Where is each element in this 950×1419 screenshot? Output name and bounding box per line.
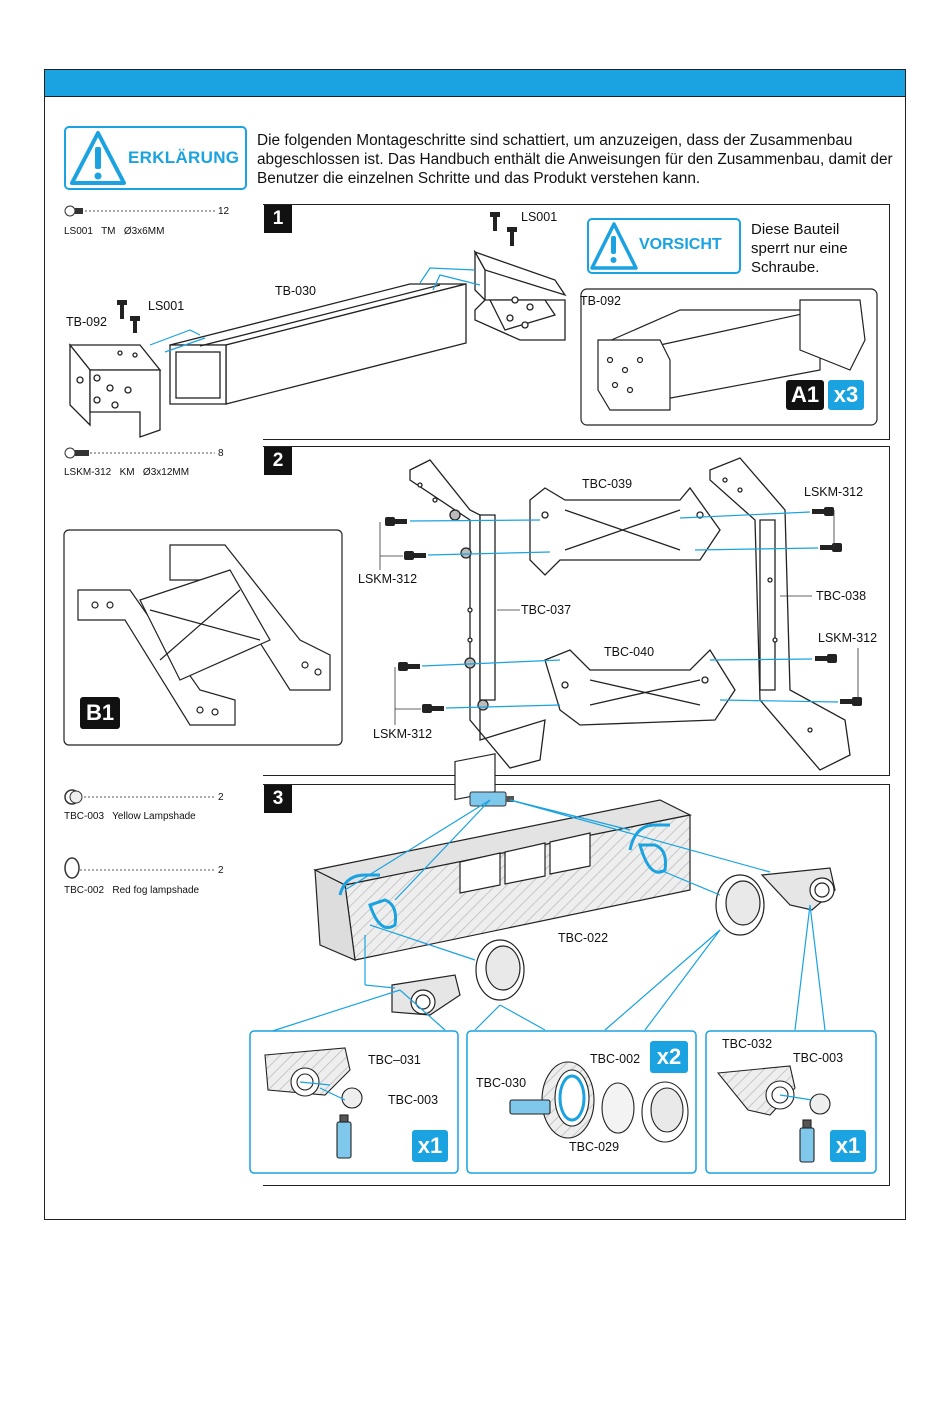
part-qty: 12 [218, 206, 230, 217]
part-desc: TBC-003 Yellow Lampshade [64, 811, 196, 822]
screw-icon [64, 447, 215, 459]
screw-icon [64, 205, 215, 217]
lampshade-icon [64, 789, 215, 805]
intro-text: Die folgenden Montageschritte sind schat… [257, 132, 893, 187]
label-tbc022: TBC-022 [558, 931, 609, 945]
label-lskm312: LSKM-312 [818, 631, 878, 645]
part-desc: LSKM-312 KM Ø3x12MM [64, 467, 190, 478]
label-lskm312: LSKM-312 [358, 572, 418, 586]
caution-label: VORSICHT [639, 236, 722, 253]
step-1-panel [263, 204, 890, 440]
glue-tube-icon [469, 791, 514, 807]
explanation-label: ERKLÄRUNG [128, 148, 240, 167]
label-tbc032: TBC-032 [722, 1037, 773, 1051]
header-bar [44, 69, 906, 97]
count-badge: x2 [650, 1041, 688, 1073]
count-badge: x1 [412, 1130, 448, 1162]
label-tbc040: TBC-040 [604, 645, 655, 659]
lamp-housing-icon [715, 874, 765, 936]
label-lskm312: LSKM-312 [804, 485, 864, 499]
explanation-note: ERKLÄRUNG [64, 126, 247, 190]
label-tbc038: TBC-038 [816, 589, 867, 603]
bracket-tb092 [68, 343, 162, 438]
label-tbc031: TBC–031 [368, 1053, 421, 1067]
part-qty: 8 [218, 448, 224, 459]
step-number: 1 [264, 205, 292, 233]
result-badge: A1 [786, 380, 824, 410]
step-3-panel [263, 784, 890, 1186]
label-tbc002: TBC-002 [590, 1052, 641, 1066]
label-tbc030: TBC-030 [476, 1076, 527, 1090]
plate-tbc037 [409, 459, 546, 769]
label-ls001: LS001 [521, 210, 558, 224]
count-badge: x3 [828, 380, 864, 410]
part-desc: TBC-002 Red fog lampshade [64, 885, 200, 896]
part-qty: 2 [218, 792, 224, 803]
label-tb092: TB-092 [580, 294, 621, 308]
label-tb030: TB-030 [275, 284, 316, 298]
label-lskm312: LSKM-312 [373, 727, 433, 741]
lampshade-icon [64, 857, 215, 879]
plate-tbc038 [709, 457, 851, 771]
part-qty: 2 [218, 865, 224, 876]
step-number: 3 [264, 785, 292, 813]
label-ls001: LS001 [148, 299, 185, 313]
count-badge: x1 [830, 1130, 866, 1162]
result-badge: B1 [80, 697, 120, 729]
crossmember-tbc039 [529, 486, 721, 576]
caution-icon [587, 218, 741, 274]
label-tb092: TB-092 [66, 315, 107, 329]
part-desc: LS001 TM Ø3x6MM [64, 226, 165, 237]
label-tbc039: TBC-039 [582, 477, 633, 491]
bracket-tb092 [473, 249, 567, 341]
step-number: 2 [264, 447, 292, 475]
lamp-housing-icon [475, 939, 525, 1001]
step-2-panel [263, 446, 890, 776]
bumper-tbc022 [313, 753, 692, 961]
label-tbc003: TBC-003 [793, 1051, 844, 1065]
beam-tb030 [169, 283, 467, 405]
crossmember-tbc040 [544, 648, 736, 726]
warning-icon [70, 131, 126, 185]
label-tbc037: TBC-037 [521, 603, 572, 617]
caution-text: Diese Bauteil sperrt nur eine Schraube. [751, 221, 848, 276]
label-tbc029: TBC-029 [569, 1140, 620, 1154]
lamp-bezel-icon [760, 867, 836, 911]
label-tbc003: TBC-003 [388, 1093, 439, 1107]
lamp-bezel-icon [391, 974, 461, 1016]
